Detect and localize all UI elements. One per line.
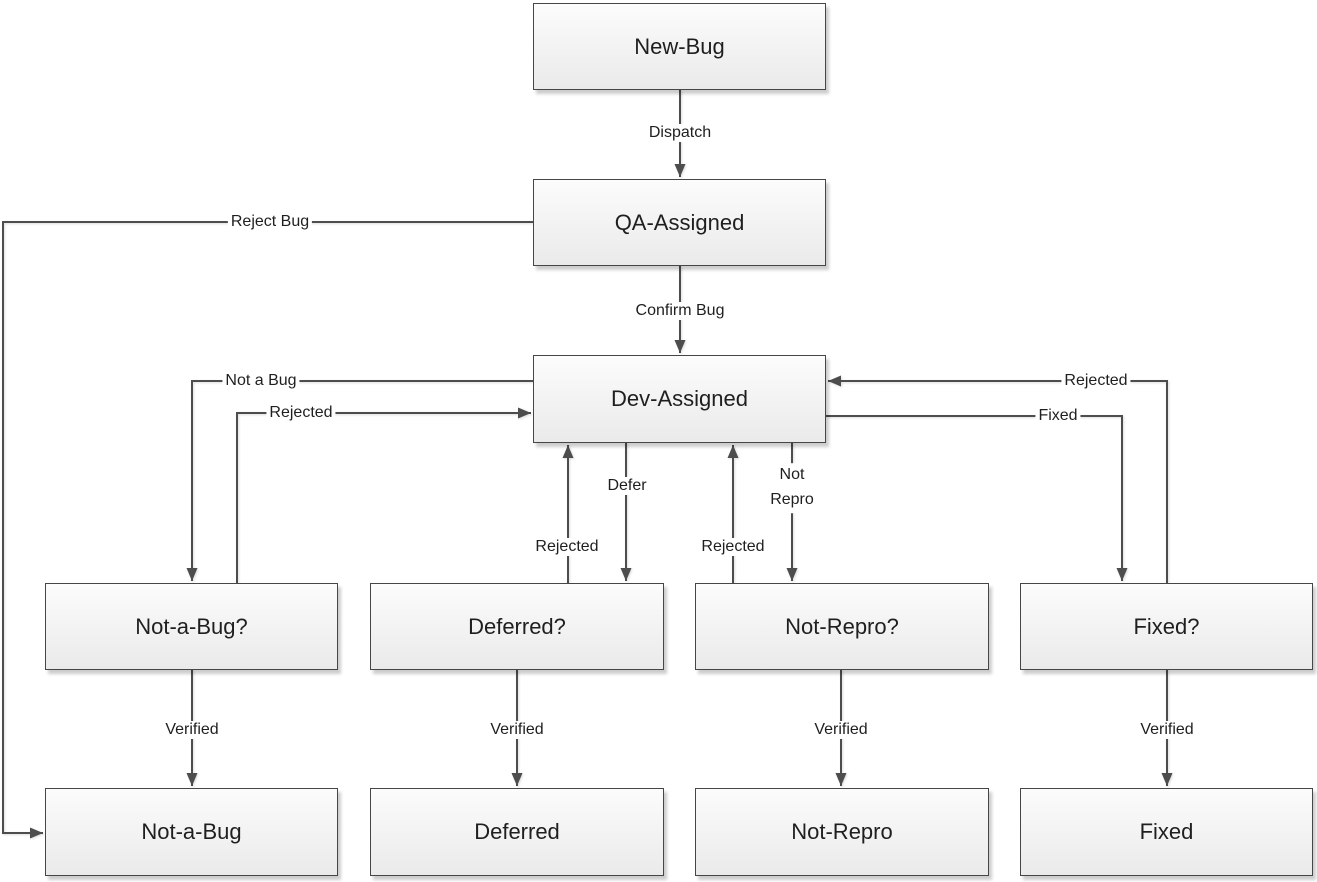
edge-reject-bug (2, 221, 533, 839)
node-label: QA-Assigned (614, 209, 745, 235)
node-label: Not-Repro? (785, 613, 899, 639)
node-not-a-bug-question: Not-a-Bug? (45, 583, 338, 670)
node-qa-assigned: QA-Assigned (533, 179, 826, 266)
edge-label-defer: Defer (604, 477, 650, 495)
edge-label-not-repro: Not Repro (762, 463, 822, 513)
node-not-a-bug: Not-a-Bug (45, 788, 338, 876)
edge-label-rejected-from-deferred-q: Rejected (532, 538, 602, 556)
edge-label-fixed: Fixed (1035, 407, 1081, 425)
node-label: Fixed (1139, 819, 1194, 844)
node-deferred: Deferred (370, 788, 664, 876)
node-label: Fixed? (1133, 613, 1200, 639)
edge-label-verified-not-repro: Verified (811, 721, 871, 739)
edge-label-dispatch: Dispatch (645, 124, 715, 142)
edge-label-reject-bug: Reject Bug (227, 213, 313, 231)
edge-rejected-from-fixed-q (828, 375, 1168, 583)
node-fixed: Fixed (1020, 788, 1313, 876)
edge-label-rejected-from-not-a-bug-q: Rejected (266, 404, 336, 422)
node-label: Dev-Assigned (611, 386, 748, 411)
node-dev-assigned: Dev-Assigned (533, 355, 826, 443)
node-new-bug: New-Bug (533, 3, 826, 90)
edge-rejected-from-not-a-bug-q (236, 407, 531, 583)
edge-label-rejected-from-fixed-q: Rejected (1061, 372, 1131, 390)
edge-label-verified-deferred: Verified (487, 721, 547, 739)
node-label: New-Bug (634, 33, 725, 59)
edge-label-not-a-bug: Not a Bug (222, 372, 300, 390)
edge-not-a-bug (186, 380, 533, 581)
edge-fixed (826, 415, 1128, 581)
node-label: Not-Repro (791, 819, 893, 844)
node-label: Deferred? (468, 613, 566, 639)
node-label: Deferred (474, 819, 560, 844)
edge-label-verified-fixed: Verified (1137, 721, 1197, 739)
edge-label-verified-not-a-bug: Verified (162, 721, 222, 739)
node-label: Not-a-Bug? (135, 613, 248, 639)
edge-label-confirm-bug: Confirm Bug (632, 302, 728, 320)
node-not-repro-question: Not-Repro? (695, 583, 989, 670)
node-fixed-question: Fixed? (1020, 583, 1313, 670)
node-label: Not-a-Bug (141, 819, 242, 844)
node-not-repro: Not-Repro (695, 788, 989, 876)
edge-label-rejected-from-not-repro-q: Rejected (698, 538, 768, 556)
node-deferred-question: Deferred? (370, 583, 664, 670)
